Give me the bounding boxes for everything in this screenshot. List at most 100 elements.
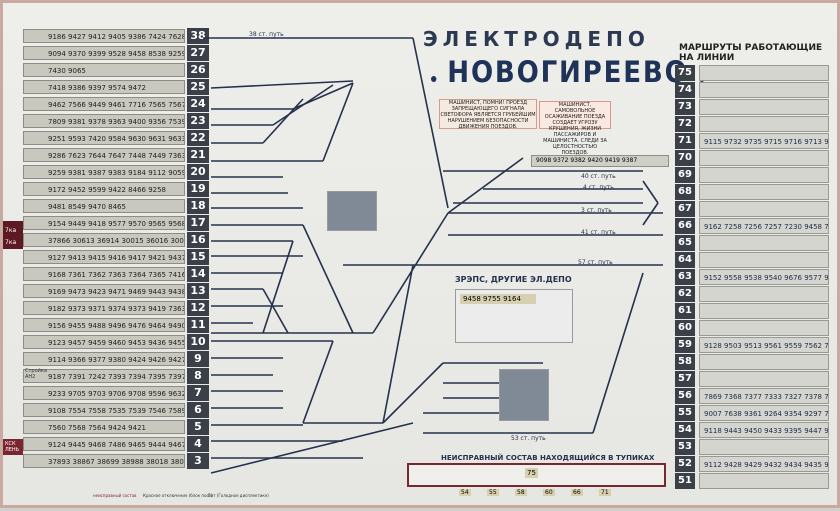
route-row [699,167,829,183]
track-row: 9182 9373 9371 9374 9373 9419 7363 9130 [23,301,185,315]
track-row: 7418 9386 9397 9574 9472 [23,80,185,94]
track-number: 6 [187,402,209,418]
route-number: 61 [675,303,695,319]
track-caption: 53 ст. путь [511,435,546,442]
bottom-number: 71 [599,489,611,496]
side-label: Стройка АН2 [25,368,47,380]
track-row: 9481 8549 9470 8465 [23,199,185,213]
track-row: 9154 9449 9418 9577 9570 9565 9568 9159 [23,216,185,230]
side-label: 7ка [5,239,17,246]
route-row [699,371,829,387]
track-row: 9124 9445 9468 7486 9465 9444 9467 9130 [23,437,185,451]
track-number: 38 [187,28,209,44]
route-row: 9128 9503 9513 9561 9559 7562 7202 9127 [699,337,829,353]
track-row: 9114 9366 9377 9380 9424 9426 9427 9111 [23,352,185,366]
route-number: 75 [675,65,695,81]
track-number: 8 [187,368,209,384]
route-number: 74 [675,82,695,98]
zreps-cars: 9458 9755 9164 [460,294,536,304]
track-number: 20 [187,164,209,180]
track-row: 37893 38867 38699 38988 38018 38011 3801… [23,454,185,468]
route-number: 55 [675,405,695,421]
notice-signal: МАШИНИСТ, ПОМНИ! ПРОЕЗД ЗАПРЕЩАЮЩЕГО СИГ… [439,99,537,130]
route-row: 9115 9732 9735 9715 9716 9713 9710 9151 [699,133,829,149]
side-label: 7ка [5,227,17,234]
route-row [699,201,829,217]
route-number: 71 [675,133,695,149]
route-row [699,65,829,81]
route-row [699,252,829,268]
depot-name: НОВОГИРЕЕВО [431,55,705,89]
track-number: 4 [187,436,209,452]
route-row: 9162 7258 7256 7257 7230 9458 7421 9161 [699,218,829,234]
route-number: 57 [675,371,695,387]
route-number: 73 [675,99,695,115]
route-row [699,303,829,319]
route-number: 51 [675,473,695,489]
track-caption: 57 ст. путь [578,259,613,266]
track-number: 12 [187,300,209,316]
switch-panel [327,191,377,231]
routes-title: МАРШРУТЫ РАБОТАЮЩИЕ НА ЛИНИИ [679,43,823,63]
track-number: 21 [187,147,209,163]
track-number: 7 [187,385,209,401]
bottom-number: 55 [487,489,499,496]
route-row [699,286,829,302]
track-number: 23 [187,113,209,129]
track-row: 9259 9381 9387 9383 9184 9112 9059 [23,165,185,179]
route-row [699,473,829,489]
track-number: 26 [187,62,209,78]
route-row: 9112 9428 9429 9432 9434 9435 9436 9113 [699,456,829,472]
track-row: 7560 7568 7564 9424 9421 [23,420,185,434]
route-row [699,320,829,336]
track-number: 13 [187,283,209,299]
legend-bot: Бот (Голодное дисплектике) [208,493,269,498]
track-number: 15 [187,249,209,265]
bottom-number: 54 [459,489,471,496]
route-number: 69 [675,167,695,183]
track-number: 18 [187,198,209,214]
track-row: 37866 30613 36914 30015 36016 30017 3601… [23,233,185,247]
track-number: 24 [187,96,209,112]
track-row: 9169 9473 9423 9471 9469 9443 9438 9167 [23,284,185,298]
bottom-number: 60 [543,489,555,496]
track-row: 9187 7391 7242 7393 7394 7395 7397 9128 [23,369,185,383]
track-number: 25 [187,79,209,95]
bottom-number: 66 [571,489,583,496]
track-caption: 3 ст. путь [581,207,612,214]
zreps-title: ЗРЭПС, ДРУГИЕ ЭЛ.ДЕПО [455,275,572,284]
track-row: 9108 7554 7558 7535 7539 7546 7589 9110 [23,403,185,417]
route-row: 9118 9443 9450 9433 9395 9447 9427 9119 [699,422,829,438]
route-number: 52 [675,456,695,472]
route-number: 67 [675,201,695,217]
route-number: 53 [675,439,695,455]
route-number: 70 [675,150,695,166]
route-row: 7869 7368 7377 7333 7327 7378 7380 9120 [699,388,829,404]
route-number: 62 [675,286,695,302]
track-number: 10 [187,334,209,350]
track-row: 9172 9452 9599 9422 8466 9258 [23,182,185,196]
track-row: 9251 9593 7420 9584 9630 9631 9633 9253 [23,131,185,145]
track-caption: 4 ст. путь [583,184,614,191]
legend-faulty: неисправный состав [93,493,137,498]
track-number: 22 [187,130,209,146]
faulty-num: 75 [525,468,538,478]
track-caption: 40 ст. путь [581,173,616,180]
track-row: 7430 9065 [23,63,185,77]
track-number: 27 [187,45,209,61]
track-number: 5 [187,419,209,435]
track-row: 9156 9455 9488 9496 9476 9464 9490 9133 [23,318,185,332]
route-row [699,116,829,132]
route-number: 65 [675,235,695,251]
depot-title: ЭЛЕКТРОДЕПО [423,27,650,51]
zreps-panel: 9458 9755 9164 [455,289,573,343]
track-number: 16 [187,232,209,248]
route-number: 66 [675,218,695,234]
track-row: 9094 9370 9399 9528 9458 8538 9259 9106 [23,46,185,60]
track-number: 17 [187,215,209,231]
legend-block: Красное отключение (блок пост) [143,493,213,498]
side-strip [3,439,23,455]
switch-panel [499,369,549,421]
route-row [699,354,829,370]
